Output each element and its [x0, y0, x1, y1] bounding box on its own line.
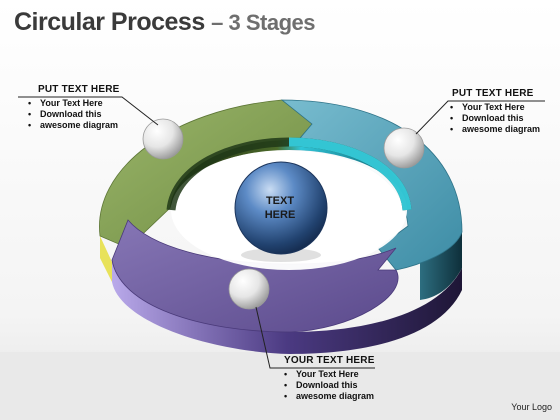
callout-list: Your Text Here Download this awesome dia… [448, 102, 540, 135]
callout-item: awesome diagram [448, 124, 540, 135]
callout-bottom: YOUR TEXT HERE Your Text Here Download t… [284, 355, 375, 402]
callout-item: Download this [26, 109, 120, 120]
center-sphere [234, 161, 328, 255]
callout-heading: YOUR TEXT HERE [284, 355, 375, 366]
center-sphere-shadow [241, 248, 321, 262]
callout-heading: PUT TEXT HERE [38, 84, 120, 95]
callout-item: Download this [282, 380, 375, 391]
marker-ball-right [383, 127, 425, 169]
ring-side-teal [420, 232, 462, 300]
ring-side-yellow [100, 236, 112, 282]
callout-item: awesome diagram [282, 391, 375, 402]
callout-list: Your Text Here Download this awesome dia… [26, 98, 120, 131]
title-main: Circular Process [14, 8, 205, 36]
callout-item: Download this [448, 113, 540, 124]
ring-side-purple [112, 260, 462, 354]
inner-rim-cyan [288, 137, 412, 211]
callout-item: Your Text Here [282, 369, 375, 380]
floor-band [0, 352, 560, 420]
callout-heading: PUT TEXT HERE [452, 88, 534, 99]
callout-item: awesome diagram [26, 120, 120, 131]
connector-bottom [255, 306, 375, 369]
marker-ball-bottom [228, 268, 270, 310]
center-label-line1: TEXT [265, 195, 295, 207]
callout-right: PUT TEXT HERE Your Text Here Download th… [450, 88, 540, 135]
page-title: Circular Process – 3 Stages [14, 8, 316, 37]
callout-list: Your Text Here Download this awesome dia… [282, 369, 375, 402]
callout-left: PUT TEXT HERE Your Text Here Download th… [28, 84, 120, 131]
center-label-line2: HERE [264, 209, 296, 221]
callout-item: Your Text Here [448, 102, 540, 113]
marker-ball-left [142, 118, 184, 160]
logo-text: Your Logo [511, 402, 552, 412]
title-sub: – 3 Stages [211, 10, 316, 35]
callout-item: Your Text Here [26, 98, 120, 109]
ring-inner-wall [170, 140, 408, 210]
connector-right [415, 100, 545, 135]
center-label: TEXT HERE [246, 194, 314, 222]
connector-left [18, 96, 159, 126]
